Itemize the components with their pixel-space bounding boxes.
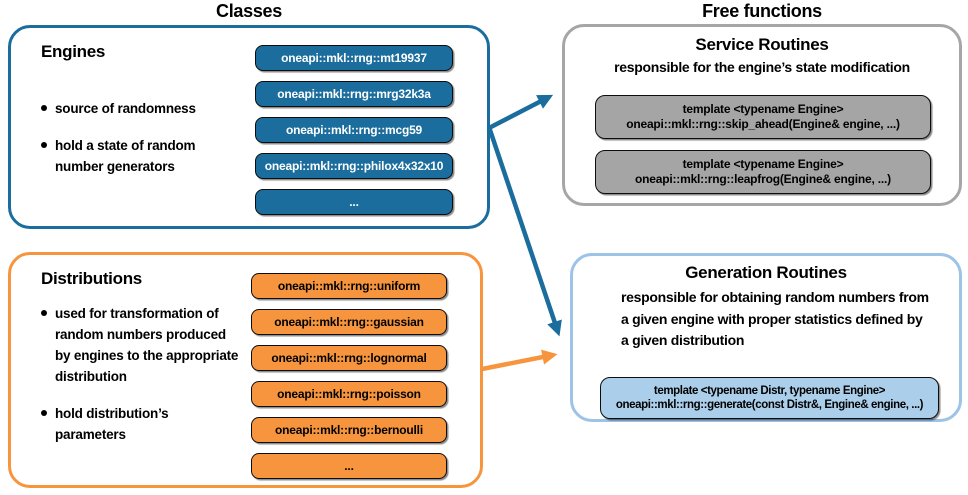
engine-pill-ellipsis: ...	[255, 189, 453, 215]
bullet-dot	[41, 142, 47, 148]
engine-pill-mcg59: oneapi::mkl::rng::mcg59	[255, 117, 453, 143]
bullet-line: distribution	[55, 369, 127, 384]
service-pill-column: template <typename Engine> oneapi::mkl::…	[595, 95, 931, 194]
bullet-dot	[41, 410, 47, 416]
engines-bullet-state: hold a state of random number generators	[41, 135, 196, 177]
engines-bullet-randomness: source of randomness	[41, 98, 196, 119]
distribution-pill-bernoulli: oneapi::mkl::rng::bernoulli	[251, 417, 447, 443]
service-pill-skip-ahead: template <typename Engine> oneapi::mkl::…	[595, 95, 931, 139]
distributions-box: Distributions used for transformation of…	[8, 252, 483, 488]
generation-routines-box: Generation Routines responsible for obta…	[570, 253, 962, 422]
generation-routines-heading: Generation Routines	[685, 263, 847, 282]
engine-pill-philox4x32x10: oneapi::mkl::rng::philox4x32x10	[255, 153, 453, 179]
service-routines-heading: Service Routines	[695, 35, 829, 54]
bullet-line: used for transformation of	[55, 306, 219, 321]
bullet-dot	[41, 310, 47, 316]
service-routines-subtitle: responsible for the engine’s state modif…	[614, 59, 910, 75]
distribution-pill-uniform: oneapi::mkl::rng::uniform	[251, 273, 447, 299]
bullet-line: hold a state of random	[55, 138, 196, 153]
distribution-pill-column: oneapi::mkl::rng::uniform oneapi::mkl::r…	[251, 273, 447, 479]
distributions-bullet-list: used for transformation of random number…	[41, 303, 238, 445]
distribution-pill-ellipsis: ...	[251, 453, 447, 479]
engines-to-generation-arrow	[486, 126, 562, 337]
bullet-line: number generators	[55, 159, 175, 174]
generation-pill-generate: template <typename Distr, typename Engin…	[600, 377, 939, 419]
free-functions-column-title: Free functions	[702, 1, 822, 21]
engines-bullet-list: source of randomness hold a state of ran…	[41, 98, 196, 177]
service-routines-box: Service Routines responsible for the eng…	[562, 24, 962, 206]
subtitle-line: responsible for obtaining random numbers…	[621, 289, 929, 305]
generation-pill-column: template <typename Distr, typename Engin…	[600, 377, 939, 419]
engines-to-service-arrow	[487, 94, 554, 130]
subtitle-line: a given distribution	[621, 332, 745, 348]
distributions-bullet-transformation: used for transformation of random number…	[41, 303, 238, 387]
engine-pill-mrg32k3a: oneapi::mkl::rng::mrg32k3a	[255, 81, 453, 107]
distributions-heading: Distributions	[41, 269, 142, 288]
bullet-dot	[41, 105, 47, 111]
distribution-pill-poisson: oneapi::mkl::rng::poisson	[251, 381, 447, 407]
distributions-to-generation-arrow	[481, 349, 558, 372]
engines-heading: Engines	[41, 42, 106, 61]
distributions-bullet-parameters: hold distribution’s parameters	[41, 403, 238, 445]
distribution-pill-lognormal: oneapi::mkl::rng::lognormal	[251, 345, 447, 371]
bullet-line: random numbers produced	[55, 327, 226, 342]
service-pill-leapfrog: template <typename Engine> oneapi::mkl::…	[595, 150, 931, 194]
subtitle-line: a given engine with proper statistics de…	[621, 310, 923, 327]
distribution-pill-gaussian: oneapi::mkl::rng::gaussian	[251, 309, 447, 335]
classes-column-title: Classes	[216, 1, 282, 21]
engine-pill-mt19937: oneapi::mkl::rng::mt19937	[255, 45, 453, 71]
engine-pill-column: oneapi::mkl::rng::mt19937 oneapi::mkl::r…	[255, 45, 453, 215]
bullet-line: parameters	[55, 427, 126, 442]
generation-routines-subtitle: responsible for obtaining random numbers…	[621, 287, 929, 352]
engines-box: Engines source of randomness hold a stat…	[8, 25, 490, 229]
bullet-line: source of randomness	[55, 101, 196, 116]
bullet-line: hold distribution’s	[55, 406, 169, 421]
bullet-line: by engines to the appropriate	[55, 348, 239, 363]
